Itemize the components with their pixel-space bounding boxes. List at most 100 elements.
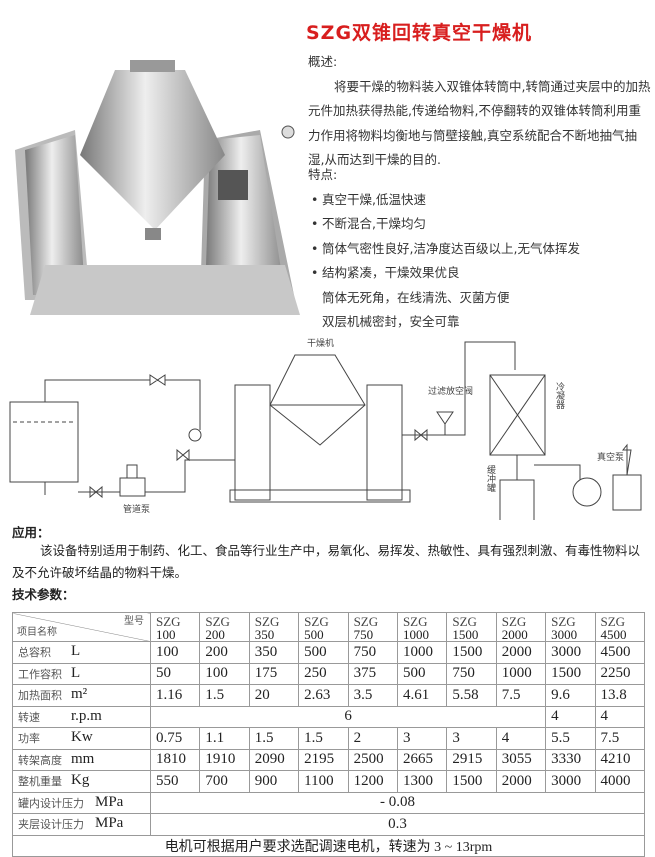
feature-item: 不断混合,干燥均匀 [308, 212, 653, 237]
model-number: 500 [304, 627, 324, 642]
value-cell: 3055 [495, 748, 547, 771]
model-prefix: SZG [156, 614, 181, 629]
value-cell: 1810 [149, 748, 201, 771]
value-cell: 7.5 [594, 727, 646, 750]
value-cell: 2915 [446, 748, 497, 771]
product-photo [15, 60, 300, 315]
row-name: 总容积 [18, 647, 51, 660]
value-cell: 5.58 [446, 684, 497, 707]
value-cell: 900 [248, 770, 300, 793]
value-cell: 200 [199, 641, 250, 664]
overview-body: 将要干燥的物料装入双锥体转筒中,转筒通过夹层中的加热元件加热获得热能,传递给物料… [308, 78, 651, 168]
feature-item: 真空干燥,低温快速 [308, 188, 653, 213]
label-dryer: 干燥机 [307, 339, 335, 349]
value-cell: 1000 [396, 641, 448, 664]
row-unit: MPa [95, 793, 124, 810]
value-cell: 5.5 [545, 727, 596, 750]
feature-item: 筒体无死角，在线清洗、灭菌方便 [322, 289, 510, 305]
row-unit: Kg [71, 772, 90, 788]
model-number: 3000 [551, 627, 578, 642]
value-cell: 4 [495, 727, 547, 750]
label-condenser: 冷凝器 [554, 382, 564, 409]
row-name: 转速 [18, 711, 40, 724]
value-cell: 4 [545, 705, 596, 728]
model-number: 100 [156, 627, 176, 642]
value-cell: 2.63 [298, 684, 349, 707]
label-pipe-pump: 管道泵 [123, 505, 151, 515]
value-cell: 3000 [545, 770, 596, 793]
value-cell: 2665 [396, 748, 448, 771]
label-buffer-tank: 缓冲罐 [485, 465, 495, 492]
table-footer-row: 电机可根据用户要求选配调速电机，转速为 3 ~ 13rpm [12, 834, 645, 857]
table-row: 罐内设计压力 MPa - 0.08 [12, 791, 645, 814]
value-cell: 2 [347, 727, 398, 750]
process-diagram: 干燥机 过滤放空阀 冷凝器 缓冲罐 真空泵 管道泵 [5, 330, 650, 526]
merged-cell: - 0.08 [150, 791, 645, 814]
value-cell: 4210 [594, 748, 646, 771]
value-cell: 2000 [495, 641, 547, 664]
model-number: 2000 [501, 627, 528, 642]
model-number: 200 [205, 627, 225, 642]
value-cell: 1.5 [199, 684, 250, 707]
model-prefix: SZG [600, 614, 626, 629]
page-title: SZG双锥回转真空干燥机 [306, 22, 533, 44]
value-cell: 4 [594, 705, 646, 728]
row-unit: MPa [95, 815, 124, 831]
value-cell: 0.75 [149, 727, 201, 750]
item-label: 项目名称 [17, 627, 57, 638]
value-cell: 1.16 [149, 684, 201, 707]
features-heading: 特点: [308, 167, 338, 182]
value-cell: 1300 [396, 770, 448, 793]
value-cell: 2000 [495, 770, 547, 793]
value-cell: 1910 [199, 748, 250, 771]
value-cell: 1500 [545, 662, 596, 685]
value-cell: 1500 [446, 770, 497, 793]
specs-heading: 技术参数： [12, 587, 75, 602]
value-cell: 2250 [594, 662, 646, 685]
value-cell: 2500 [347, 748, 398, 771]
model-prefix: SZG [501, 614, 527, 629]
model-number: 1500 [452, 627, 479, 642]
value-cell: 4500 [594, 641, 646, 664]
value-cell: 2195 [298, 748, 349, 771]
model-prefix: SZG [452, 614, 477, 629]
row-label: 罐内设计压力 MPa [12, 791, 151, 814]
value-cell: 500 [298, 641, 349, 664]
value-cell: 2090 [248, 748, 300, 771]
value-cell: 550 [149, 770, 201, 793]
row-name: 罐内设计压力 [18, 797, 84, 810]
model-number: 1000 [402, 627, 429, 642]
row-unit: m² [71, 686, 88, 702]
value-cell: 750 [446, 662, 497, 685]
value-cell: 250 [298, 662, 349, 685]
value-cell: 13.8 [594, 684, 646, 707]
value-cell: 100 [199, 662, 250, 685]
row-unit: L [71, 643, 81, 659]
value-cell: 3000 [545, 641, 596, 664]
value-cell: 1.5 [298, 727, 349, 750]
value-cell: 1000 [495, 662, 547, 685]
feature-item: 结构紧凑，干燥效果优良 [308, 261, 653, 286]
label-vacuum-pump: 真空泵 [597, 453, 625, 463]
value-cell: 9.6 [545, 684, 596, 707]
value-cell: 1.5 [248, 727, 300, 750]
merged-cell: 6 [149, 705, 547, 728]
model-number: 350 [254, 627, 275, 642]
value-cell: 700 [199, 770, 250, 793]
